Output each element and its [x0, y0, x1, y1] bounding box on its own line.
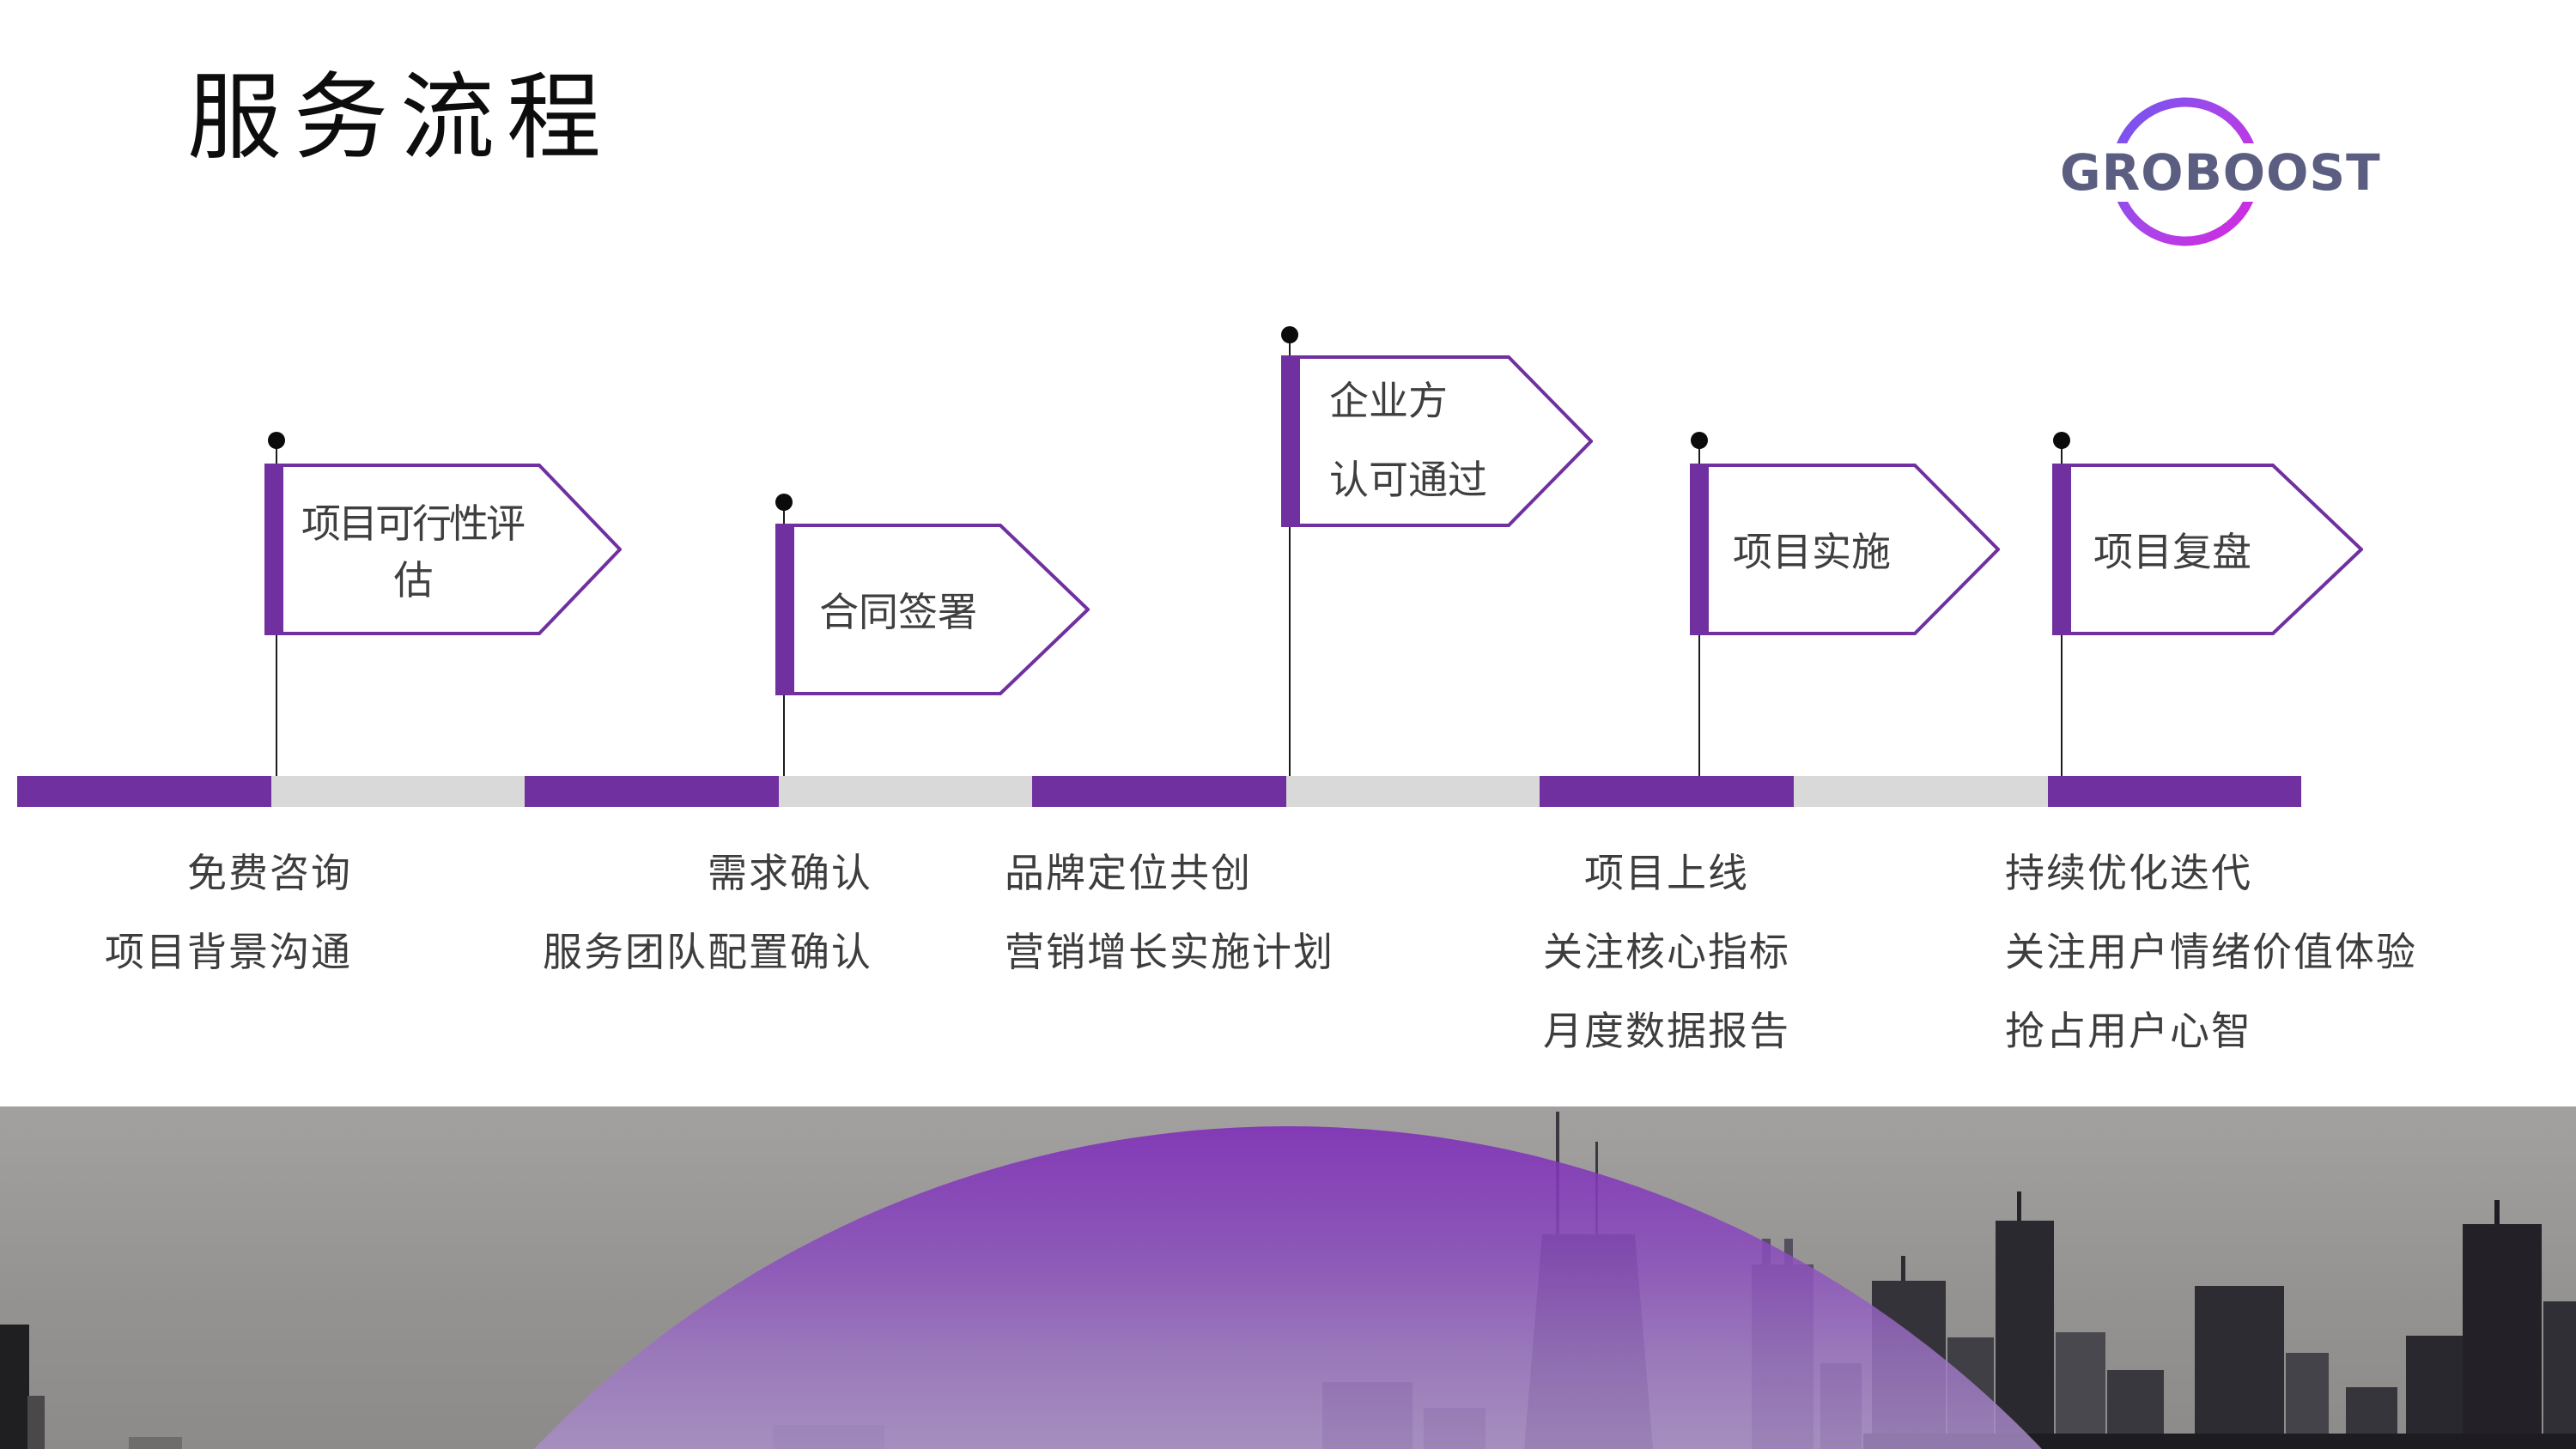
flag-sleeve	[2052, 464, 2071, 635]
flag-sleeve	[264, 464, 283, 635]
flag-label: 企业方 认可通过	[1329, 355, 1510, 527]
timeline-segment	[17, 776, 271, 807]
timeline-segment	[2047, 776, 2302, 807]
flag-label: 合同签署	[819, 591, 977, 634]
note-line: 关注核心指标	[1543, 931, 1790, 974]
building	[2463, 1224, 2542, 1449]
note-line: 服务团队配置确认	[543, 931, 872, 974]
building	[2286, 1353, 2329, 1449]
timeline-segment	[778, 776, 1033, 807]
milestone-notes: 项目上线 关注核心指标 月度数据报告	[1538, 834, 1795, 1071]
page-title: 服务流程	[187, 66, 613, 171]
note-line: 项目上线	[1584, 852, 1749, 895]
flag-sleeve	[775, 524, 794, 695]
milestone-dot	[1281, 326, 1298, 343]
note-line: 项目背景沟通	[105, 931, 352, 974]
timeline-bar	[17, 776, 2302, 807]
building	[27, 1396, 45, 1449]
flag-label: 项目可行性评估	[301, 502, 526, 603]
note-line: 营销增长实施计划	[1005, 931, 1334, 974]
timeline-segment	[1793, 776, 2048, 807]
timeline-segment	[270, 776, 526, 807]
flag-label: 项目复盘	[2093, 530, 2251, 574]
flag-label-line: 认可通过	[1329, 458, 1487, 502]
milestone-pole	[1289, 335, 1291, 776]
timeline-segment	[1032, 776, 1286, 807]
note-line: 免费咨询	[187, 852, 352, 895]
note-line: 持续优化迭代	[2005, 852, 2252, 895]
flag-sleeve	[1281, 355, 1300, 527]
note-line: 月度数据报告	[1543, 1009, 1790, 1053]
milestone-dot	[268, 432, 285, 449]
building	[2195, 1286, 2284, 1449]
milestone-notes: 持续优化迭代 关注用户情绪价值体验 抢占用户心智	[2005, 834, 2451, 1071]
milestone-notes: 品牌定位共创 营销增长实施计划	[1005, 834, 1365, 992]
timeline-segment	[1285, 776, 1540, 807]
note-line: 关注用户情绪价值体验	[2005, 931, 2417, 974]
milestone-dot	[2053, 432, 2070, 449]
groboost-logo: GROBOOST	[2055, 94, 2386, 249]
milestone-notes: 需求确认 服务团队配置确认	[532, 834, 872, 992]
milestone-dot	[1691, 432, 1708, 449]
note-line: 需求确认	[708, 852, 872, 895]
building	[1996, 1221, 2054, 1449]
timeline-segment	[1540, 776, 1794, 807]
logo-wordmark: GROBOOST	[2055, 143, 2386, 202]
milestone-dot	[775, 494, 793, 511]
flag-label-line: 企业方	[1329, 379, 1448, 423]
building	[2406, 1336, 2463, 1449]
note-line: 抢占用户心智	[2005, 1009, 2252, 1053]
building	[0, 1325, 29, 1449]
building	[129, 1437, 182, 1449]
cityscape-photo	[0, 1106, 2576, 1449]
flag-label: 项目实施	[1733, 530, 1891, 574]
milestone-notes: 免费咨询 项目背景沟通	[94, 834, 352, 992]
building	[2056, 1332, 2105, 1449]
building-strip	[1863, 1434, 2576, 1449]
note-line: 品牌定位共创	[1005, 852, 1252, 895]
building	[2543, 1301, 2576, 1449]
flag-sleeve	[1690, 464, 1709, 635]
timeline-segment	[525, 776, 779, 807]
